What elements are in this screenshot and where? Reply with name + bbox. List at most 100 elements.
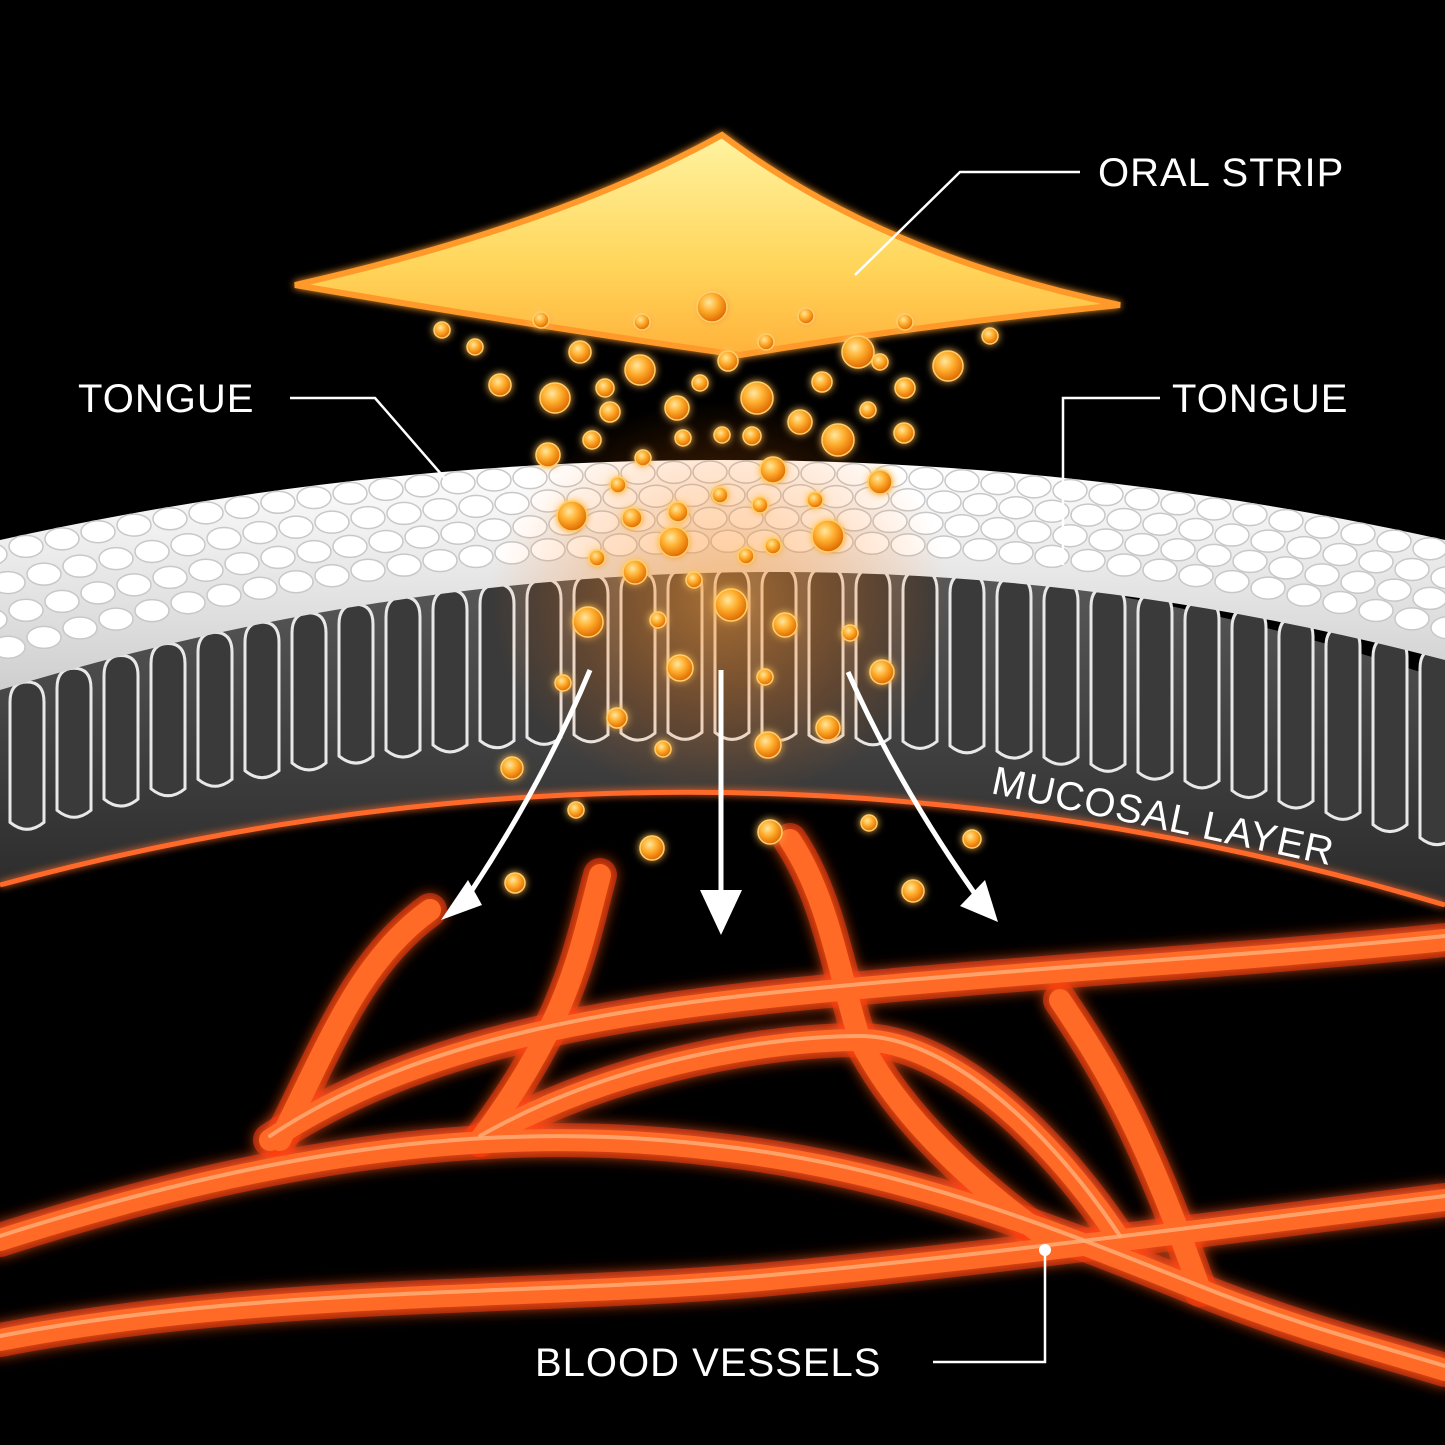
surface-cell bbox=[332, 534, 368, 559]
oral-strip bbox=[294, 131, 1121, 359]
drug-particle bbox=[539, 382, 571, 414]
drug-particle bbox=[532, 311, 550, 329]
epithelial-cell bbox=[995, 575, 1033, 760]
surface-cell bbox=[1088, 482, 1124, 507]
surface-cell bbox=[440, 470, 476, 495]
drug-particle bbox=[714, 588, 748, 622]
drug-particle bbox=[666, 654, 694, 682]
absorption-arrows bbox=[459, 669, 988, 915]
arrowhead-center bbox=[700, 890, 742, 935]
surface-cell bbox=[1160, 492, 1196, 516]
drug-particle bbox=[649, 611, 667, 629]
surface-cell bbox=[260, 545, 296, 570]
drug-particle bbox=[595, 378, 615, 398]
surface-cell bbox=[1052, 524, 1088, 548]
surface-cell bbox=[1070, 503, 1106, 527]
surface-cell bbox=[224, 551, 260, 576]
drug-particle bbox=[535, 442, 561, 468]
epithelial-cell bbox=[196, 630, 234, 788]
surface-cell bbox=[1358, 550, 1394, 574]
surface-cell bbox=[458, 494, 494, 519]
surface-cell bbox=[368, 477, 404, 502]
drug-particle bbox=[717, 350, 739, 372]
surface-cell bbox=[206, 583, 242, 608]
surface-cell bbox=[0, 609, 8, 630]
drug-particle bbox=[811, 519, 845, 553]
surface-cell bbox=[26, 562, 62, 586]
surface-cell bbox=[134, 598, 170, 623]
surface-cell bbox=[1178, 517, 1214, 542]
drug-particle bbox=[691, 374, 709, 392]
surface-cell bbox=[998, 541, 1034, 565]
surface-cell bbox=[1286, 535, 1322, 560]
drug-particle bbox=[869, 659, 895, 685]
surface-cell bbox=[0, 570, 26, 595]
surface-cell bbox=[386, 553, 422, 577]
surface-cell bbox=[1124, 487, 1160, 511]
drug-particle bbox=[568, 340, 592, 364]
drug-particle bbox=[764, 537, 782, 555]
drug-particle bbox=[674, 429, 692, 447]
surface-cell bbox=[1052, 478, 1088, 503]
drug-particle bbox=[871, 353, 889, 371]
surface-cell bbox=[1106, 507, 1142, 532]
epithelial-cell bbox=[1371, 635, 1409, 834]
blood-vessels-leader bbox=[933, 1250, 1047, 1364]
epithelial-cell bbox=[337, 602, 375, 765]
epithelial-cell bbox=[55, 666, 93, 819]
epithelial-cell bbox=[149, 641, 187, 798]
surface-cell bbox=[1250, 529, 1286, 553]
epithelial-cell bbox=[243, 620, 281, 780]
surface-cell bbox=[80, 520, 116, 544]
surface-cell bbox=[1034, 499, 1070, 523]
epithelial-cell bbox=[102, 653, 140, 808]
epithelial-cell bbox=[1230, 606, 1268, 800]
drug-particle bbox=[806, 491, 824, 509]
drug-particle bbox=[633, 313, 651, 331]
surface-cell bbox=[1016, 475, 1052, 499]
drug-particle bbox=[634, 449, 652, 467]
surface-cell bbox=[944, 514, 980, 538]
drug-particle bbox=[867, 469, 893, 495]
drug-particle bbox=[556, 500, 588, 532]
drug-particle bbox=[711, 486, 729, 504]
surface-cell bbox=[0, 635, 26, 659]
surface-cell bbox=[296, 539, 332, 564]
drug-particle bbox=[894, 377, 916, 399]
surface-cell bbox=[188, 501, 224, 525]
drug-particle bbox=[624, 354, 656, 386]
surface-cell bbox=[458, 544, 494, 569]
surface-cell bbox=[44, 589, 80, 614]
oral-strip-leader bbox=[854, 170, 1080, 276]
surface-cell bbox=[386, 501, 422, 526]
surface-cell bbox=[1304, 515, 1340, 539]
surface-cell bbox=[44, 527, 80, 551]
drug-particle bbox=[962, 829, 982, 849]
drug-particle bbox=[751, 496, 769, 514]
surface-cell bbox=[98, 546, 134, 571]
surface-cell bbox=[1088, 528, 1124, 552]
drug-particle bbox=[554, 674, 572, 692]
surface-cell bbox=[1286, 583, 1322, 607]
drug-particle bbox=[654, 740, 672, 758]
drug-particle bbox=[500, 756, 524, 780]
label-blood-vessels: BLOOD VESSELS bbox=[535, 1341, 881, 1385]
surface-cell bbox=[1358, 598, 1394, 623]
surface-cell bbox=[116, 573, 152, 597]
surface-cell bbox=[1016, 520, 1052, 544]
surface-cell bbox=[170, 590, 206, 615]
drug-particle bbox=[639, 835, 665, 861]
surface-cell bbox=[422, 497, 458, 522]
epithelial-cell bbox=[1418, 647, 1445, 847]
surface-cell bbox=[962, 492, 998, 517]
surface-cell bbox=[1430, 566, 1445, 590]
drug-particle bbox=[860, 814, 878, 832]
surface-cell bbox=[242, 520, 278, 545]
surface-cell bbox=[1070, 548, 1106, 573]
surface-cell bbox=[170, 533, 206, 557]
surface-cell bbox=[1340, 522, 1376, 546]
surface-cell bbox=[1124, 532, 1160, 557]
surface-cell bbox=[1304, 563, 1340, 587]
drug-particle bbox=[821, 423, 855, 457]
epithelial-cell bbox=[1089, 585, 1127, 773]
